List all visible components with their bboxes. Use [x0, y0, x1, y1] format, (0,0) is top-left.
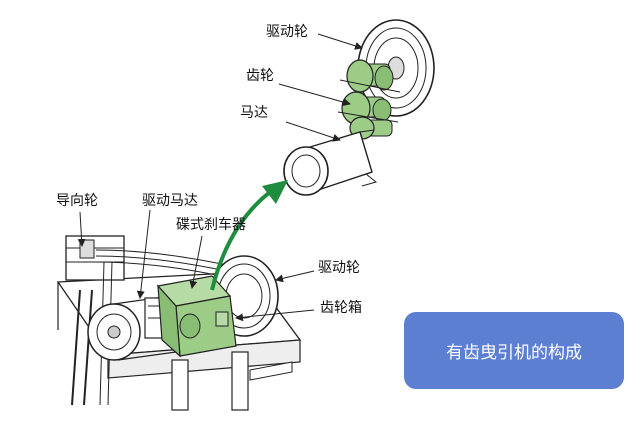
- drive-motor-assembled: [87, 295, 177, 361]
- label-disc-brake: 碟式刹车器: [176, 217, 246, 233]
- assembly-arrowhead: [262, 180, 288, 204]
- label-drive-motor: 驱动马达: [142, 193, 198, 209]
- caption-text: 有齿曳引机的构成: [446, 343, 582, 363]
- assembly-arrow: [210, 190, 272, 291]
- label-motor: 马达: [240, 105, 268, 121]
- caption-box: 有齿曳引机的构成: [404, 312, 624, 389]
- label-gearbox: 齿轮箱: [320, 300, 362, 316]
- label-drive-sheave-bottom: 驱动轮: [318, 260, 360, 276]
- label-guide-wheel: 导向轮: [56, 193, 98, 209]
- label-drive-sheave-top: 驱动轮: [266, 24, 308, 40]
- guide-wheel: [65, 235, 125, 281]
- leader-lines: [77, 33, 363, 322]
- exploded-motor: [283, 129, 378, 196]
- exploded-drive-sheave: [357, 19, 435, 117]
- label-gear: 齿轮: [246, 68, 274, 84]
- exploded-gears: [337, 59, 401, 140]
